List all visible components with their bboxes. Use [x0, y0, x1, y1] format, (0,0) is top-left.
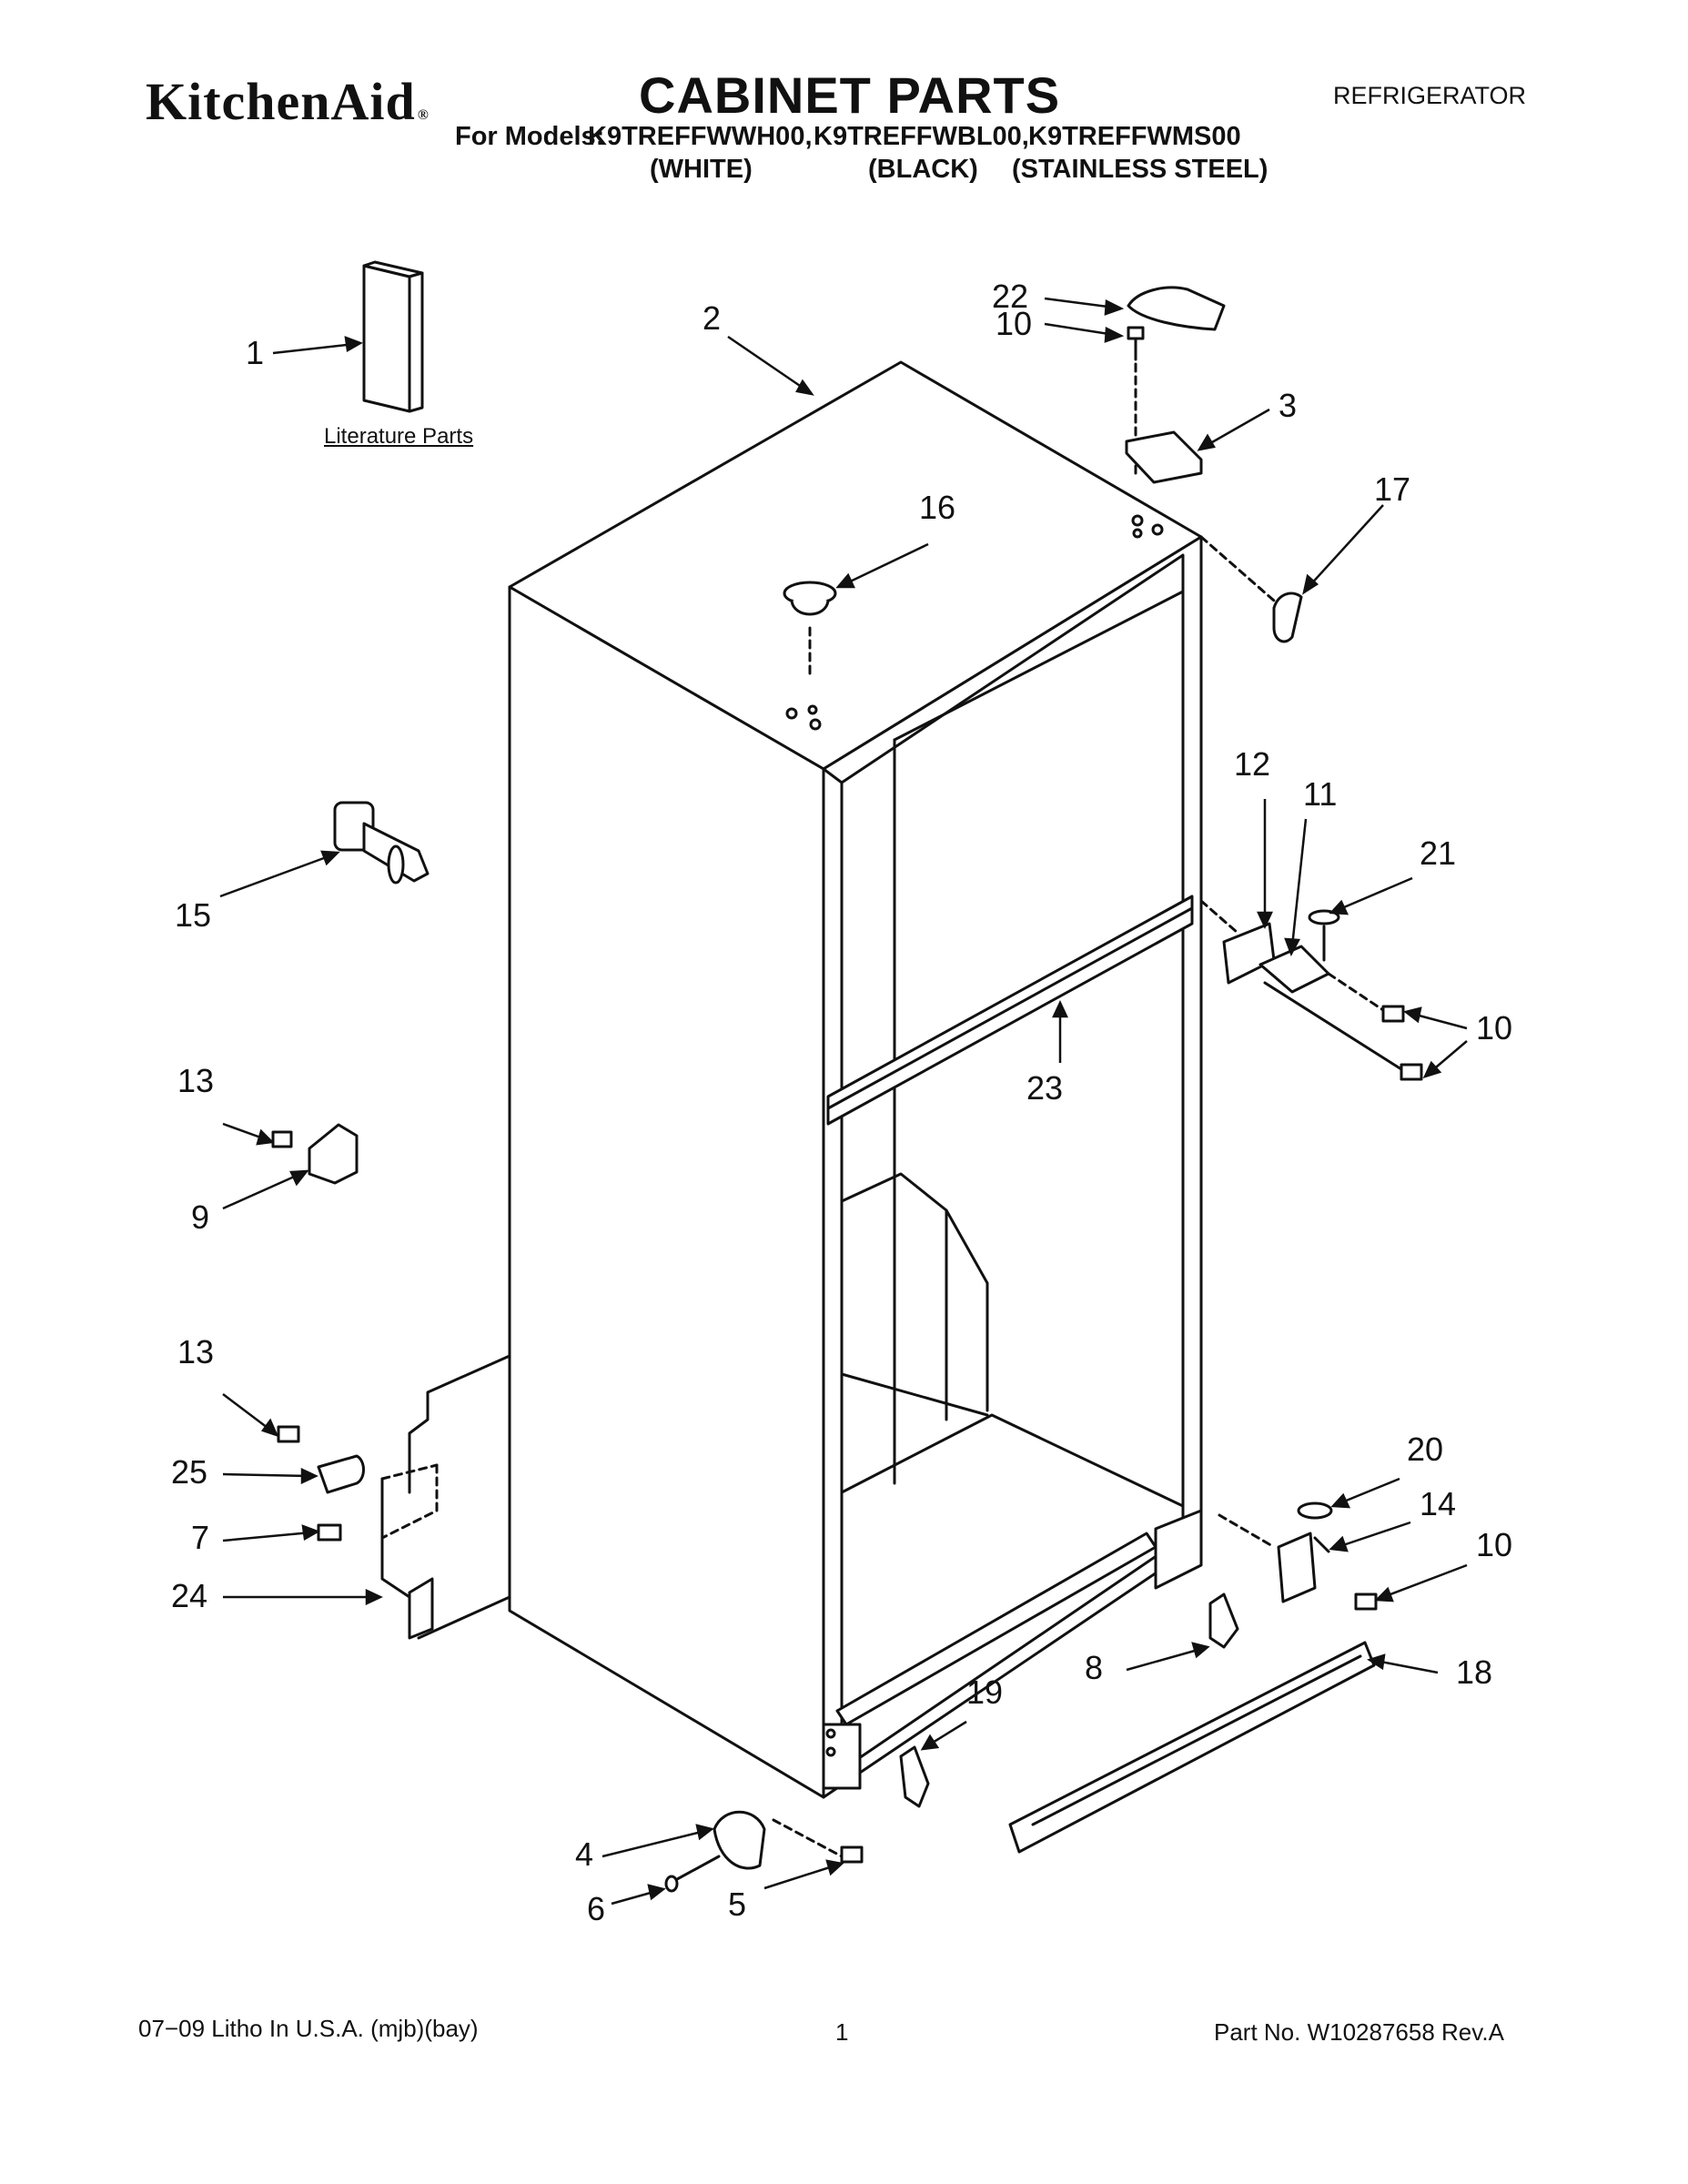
- model-number: K9TREFFWBL00,: [814, 122, 1029, 151]
- brand-logo: KitchenAid®: [146, 71, 430, 132]
- callout-13: 13: [177, 1333, 215, 1370]
- cabinet-body: [408, 360, 1203, 1799]
- callout-2: 2: [702, 299, 722, 337]
- callout-18: 18: [1456, 1653, 1493, 1691]
- side-bracket: [380, 1463, 439, 1640]
- model-color: (WHITE): [650, 155, 753, 184]
- callout-16: 16: [919, 489, 956, 526]
- callout-8: 8: [1085, 1649, 1104, 1686]
- leader-arrows: [219, 297, 1468, 1906]
- hinge-cover: [1127, 286, 1226, 331]
- callout-12: 12: [1234, 745, 1271, 783]
- center-hinge-assembly: [1199, 899, 1423, 1081]
- callout-4: 4: [575, 1835, 594, 1873]
- door-stop-bolt: [333, 801, 430, 885]
- callout-15: 15: [175, 896, 212, 934]
- rail-clip: [899, 1745, 930, 1808]
- toe-grille: [1008, 1641, 1376, 1854]
- literature-parts-label: Literature Parts: [324, 424, 474, 449]
- model-number: K9TREFFWMS00: [1028, 122, 1241, 151]
- plug-button: [783, 581, 837, 675]
- grille-clip: [1208, 1592, 1239, 1649]
- callout-20: 20: [1407, 1431, 1444, 1468]
- callout-3: 3: [1279, 387, 1298, 424]
- callout-14: 14: [1420, 1485, 1457, 1522]
- callout-10: 10: [1476, 1009, 1513, 1046]
- callout-6: 6: [587, 1890, 606, 1927]
- model-number: K9TREFFWWH00,: [588, 122, 813, 151]
- callout-13: 13: [177, 1062, 215, 1099]
- callout-19: 19: [966, 1673, 1004, 1711]
- callout-24: 24: [171, 1577, 208, 1614]
- callout-10: 10: [1476, 1526, 1513, 1563]
- hinge-cap: [1272, 592, 1303, 643]
- literature-booklet: [362, 260, 424, 413]
- models-label: For Models:: [455, 122, 605, 151]
- callout-17: 17: [1374, 470, 1411, 508]
- page-number: 1: [835, 2018, 849, 2046]
- callout-5: 5: [728, 1886, 747, 1923]
- callout-21: 21: [1420, 834, 1457, 872]
- page-title: CABINET PARTS: [639, 66, 1061, 124]
- callout-9: 9: [191, 1198, 210, 1236]
- model-color: (BLACK): [868, 155, 978, 184]
- callout-1: 1: [246, 334, 265, 371]
- callout-25: 25: [171, 1453, 208, 1491]
- registered-mark: ®: [417, 107, 430, 123]
- cord-clamp: [277, 1425, 365, 1542]
- bottom-hinge-assembly: [1218, 1502, 1378, 1611]
- door-stop: [271, 1123, 359, 1185]
- part-number: Part No. W10287658 Rev.A: [1214, 2018, 1504, 2046]
- top-hinge: [1125, 430, 1203, 484]
- print-info: 07−09 Litho In U.S.A. (mjb)(bay): [138, 2015, 479, 2042]
- callout-23: 23: [1026, 1069, 1064, 1107]
- callout-10: 10: [996, 305, 1033, 342]
- callout-11: 11: [1303, 775, 1338, 813]
- appliance-type: REFRIGERATOR: [1333, 82, 1527, 109]
- roller-assembly: [664, 1810, 864, 1893]
- models-list: K9TREFFWWH00, K9TREFFWBL00, K9TREFFWMS00…: [588, 122, 1279, 187]
- callout-22: 22: [992, 278, 1029, 315]
- model-color: (STAINLESS STEEL): [1012, 155, 1269, 184]
- callout-7: 7: [191, 1519, 210, 1556]
- brand-text: KitchenAid: [146, 72, 416, 131]
